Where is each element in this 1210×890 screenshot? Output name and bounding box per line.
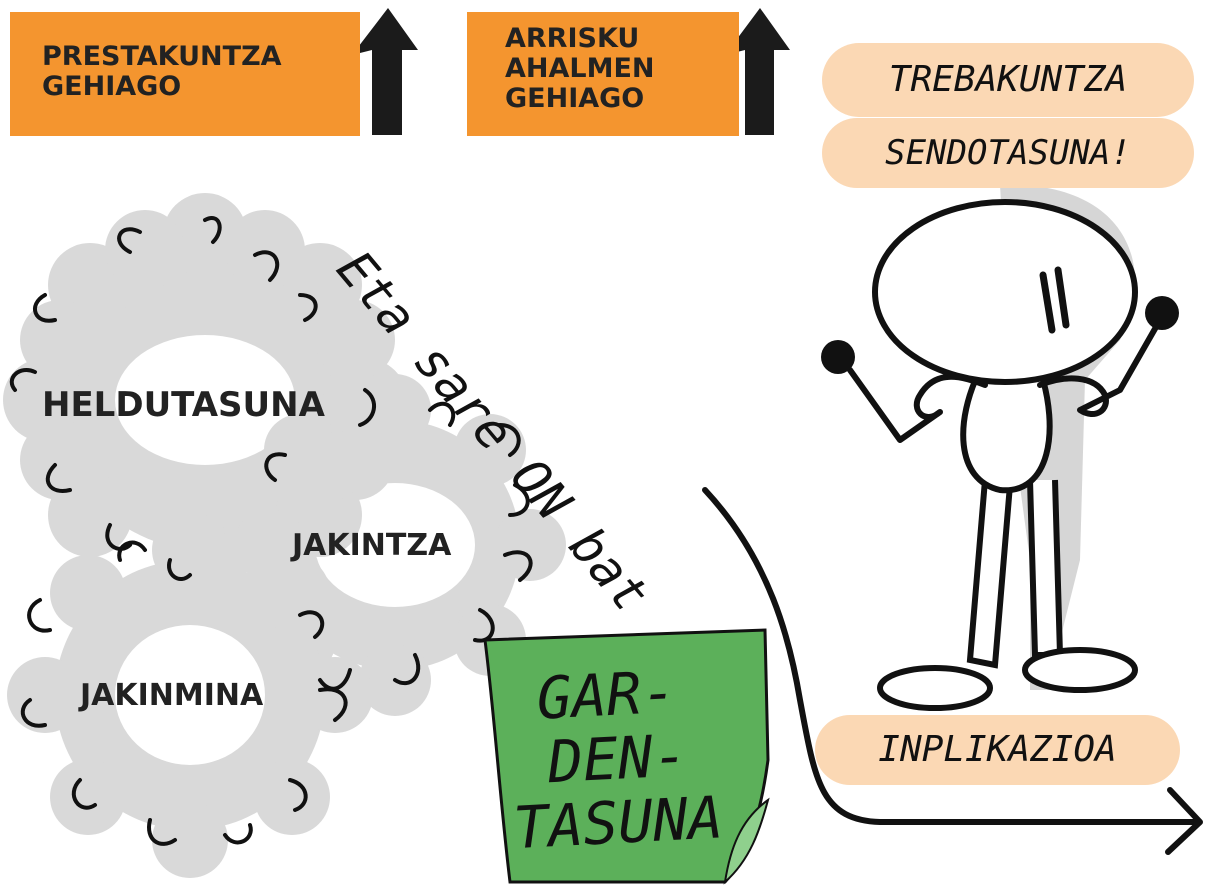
box-line: ARRISKU (505, 23, 640, 54)
box-line: PRESTAKUNTZA (42, 41, 282, 72)
sendotasuna-pill: SENDOTASUNA! (822, 118, 1194, 188)
sticky-note (483, 628, 770, 885)
stick-figure-icon (821, 184, 1179, 711)
pill-label: TREBAKUNTZA (888, 59, 1128, 100)
gear-jakintza-icon (234, 374, 566, 716)
box-line: GEHIAGO (42, 71, 182, 102)
gear-label-jakintza: JAKINTZA (292, 528, 452, 563)
box-line: AHALMEN (505, 53, 655, 84)
gear-label-jakinmina: JAKINMINA (80, 678, 264, 713)
gear-squiggles (9, 216, 533, 846)
pill-label: SENDOTASUNA! (885, 133, 1131, 173)
pill-label: INPLIKAZIOA (878, 729, 1117, 770)
gear-label-heldutasuna: HELDUTASUNA (42, 385, 325, 425)
note-line: GAR- (534, 657, 679, 733)
sticky-note-text: GAR- DEN- TASUNA (512, 657, 725, 863)
inplikazioa-pill: INPLIKAZIOA (815, 715, 1180, 785)
prestakuntza-box: PRESTAKUNTZA GEHIAGO (10, 12, 360, 136)
curve-arrow-icon (702, 487, 1203, 855)
up-arrow-icon-2 (725, 8, 790, 135)
trebakuntza-pill: TREBAKUNTZA (822, 43, 1194, 117)
box-line: GEHIAGO (505, 83, 645, 114)
note-line: TASUNA (511, 783, 725, 863)
up-arrow-icon-1 (352, 8, 418, 135)
arrisku-box: ARRISKU AHALMEN GEHIAGO (467, 12, 739, 136)
